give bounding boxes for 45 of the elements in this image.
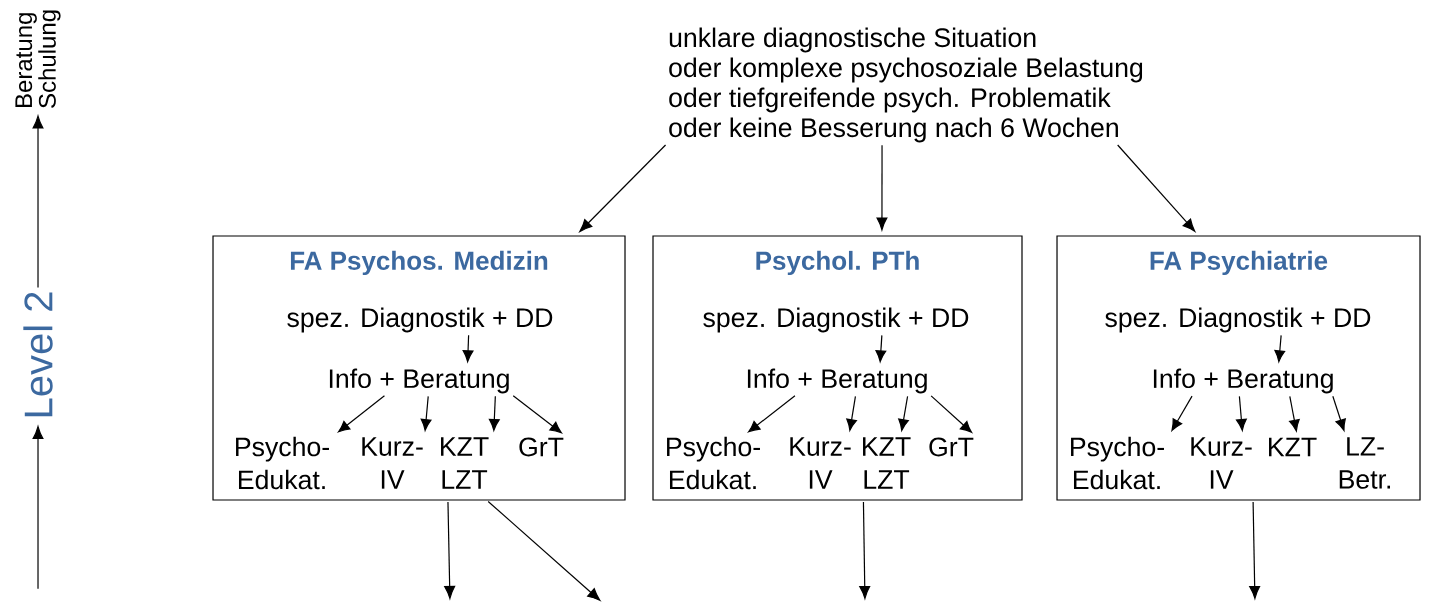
arrow xyxy=(846,395,857,431)
therapy-option: KZT LZT xyxy=(441,437,489,489)
step-label: spez. Diagnostik + DD xyxy=(703,307,969,333)
therapy-option: Psycho- Edukat. xyxy=(667,436,760,490)
arrow xyxy=(444,501,456,599)
arrow xyxy=(876,144,888,231)
side-label: Beratung Schulung xyxy=(15,10,61,108)
therapy-option: GrT xyxy=(929,437,974,457)
level-label: Level 2 xyxy=(23,292,53,417)
therapy-option: Psycho- Edukat. xyxy=(1071,436,1164,490)
arrow xyxy=(579,144,667,232)
arrow xyxy=(32,426,44,590)
arrow xyxy=(1332,395,1346,432)
therapy-option: KZT xyxy=(1269,437,1317,457)
therapy-option: Psycho- Edukat. xyxy=(236,436,329,490)
therapy-option: Kurz- IV xyxy=(362,437,423,489)
arrow xyxy=(488,395,500,431)
arrow xyxy=(1249,501,1261,599)
therapy-option: Kurz- IV xyxy=(1191,437,1252,489)
arrow xyxy=(875,334,887,363)
arrow xyxy=(1235,395,1247,431)
step-label: Info + Beratung xyxy=(329,368,509,394)
step-label: spez. Diagnostik + DD xyxy=(1105,307,1371,333)
arrow xyxy=(1171,395,1193,431)
arrow xyxy=(898,395,909,431)
arrow xyxy=(1117,144,1196,232)
arrow xyxy=(859,501,871,599)
arrow xyxy=(337,395,386,433)
therapy-option: GrT xyxy=(519,437,564,457)
arrow xyxy=(930,395,973,433)
step-label: Info + Beratung xyxy=(1153,368,1333,394)
arrow xyxy=(487,500,601,601)
arrow xyxy=(462,334,474,363)
arrow xyxy=(1289,395,1300,432)
step-label: spez. Diagnostik + DD xyxy=(287,307,553,333)
therapy-option: KZT LZT xyxy=(863,437,911,489)
step-label: Info + Beratung xyxy=(747,368,927,394)
arrow xyxy=(512,395,562,434)
therapy-option: LZ- Betr. xyxy=(1339,437,1390,489)
arrow xyxy=(420,395,432,431)
arrow xyxy=(1274,334,1286,363)
condition-text: unklare diagnostische Situation oder komplexe psychosoziale Belastung oder tiefgreifende psych. Problematik oder keine Besserung nach 6 Wochen xyxy=(669,27,1143,143)
therapy-option: Kurz- IV xyxy=(790,437,851,489)
arrow xyxy=(32,115,44,289)
arrow xyxy=(748,395,796,433)
